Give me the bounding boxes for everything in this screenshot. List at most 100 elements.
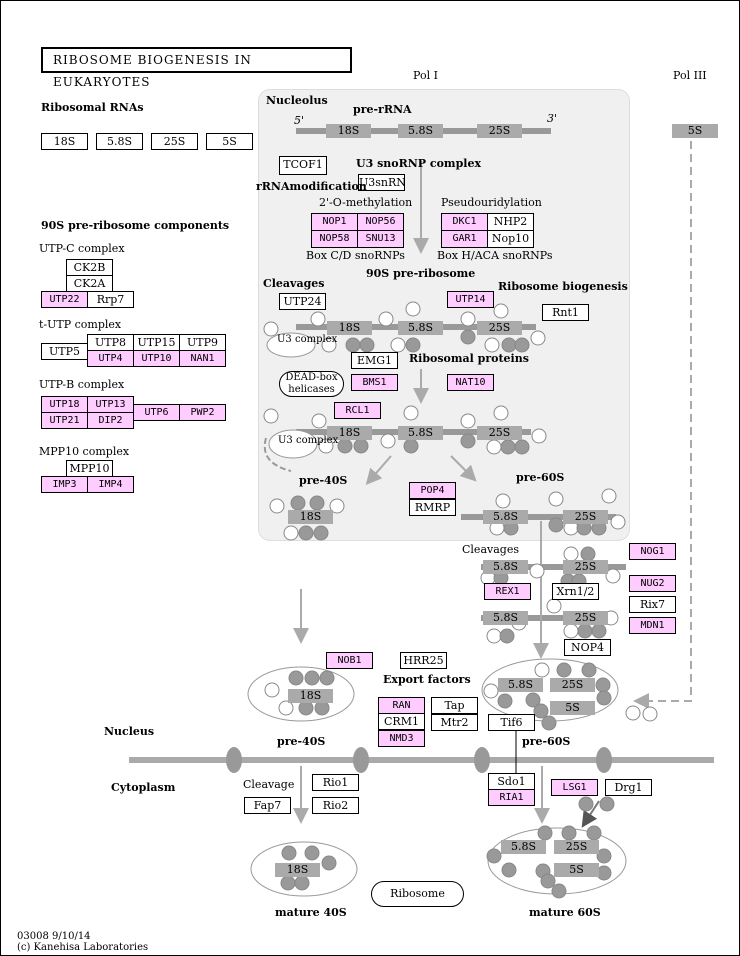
gene-rio2[interactable]: Rio2 xyxy=(312,797,359,814)
mpp10-label: MPP10 complex xyxy=(39,445,130,458)
rrna-5-8s[interactable]: 5.8S xyxy=(398,321,443,335)
ribosomal-protein-dot xyxy=(298,525,314,541)
rrna-5s-pol3[interactable]: 5S xyxy=(672,124,718,138)
rrna-25s[interactable]: 25S xyxy=(563,611,608,625)
gene-utp24[interactable]: UTP24 xyxy=(279,293,326,310)
segment-18s[interactable]: 18S xyxy=(326,124,371,138)
gene-nhp2[interactable]: NHP2 xyxy=(487,213,534,231)
assembly-factor-dot xyxy=(529,563,545,579)
assembly-factor-dot xyxy=(601,488,617,504)
gene-hrr25[interactable]: HRR25 xyxy=(400,652,447,669)
gene-utp15[interactable]: UTP15 xyxy=(133,334,180,351)
ribosomal-protein-dot xyxy=(599,796,615,812)
rrna-5-8s[interactable]: 5.8S xyxy=(483,611,528,625)
rrna-18s[interactable]: 18S xyxy=(288,689,333,703)
gene-nop58[interactable]: NOP58 xyxy=(311,230,358,248)
gene-dkc1[interactable]: DKC1 xyxy=(441,213,488,231)
gene-mtr2[interactable]: Mtr2 xyxy=(431,714,478,731)
gene-nop1[interactable]: NOP1 xyxy=(311,213,358,231)
assembly-factor-dot xyxy=(534,662,550,678)
rrna-18s[interactable]: 18S xyxy=(288,510,333,524)
gene-rmrp[interactable]: RMRP xyxy=(409,499,456,516)
gene-nmd3[interactable]: NMD3 xyxy=(378,730,425,747)
gene-rix7[interactable]: Rix7 xyxy=(629,596,676,613)
rrna-25s[interactable]: 25S xyxy=(477,426,522,440)
ribosomal-protein-dot xyxy=(486,848,502,864)
gene-xrn1-2[interactable]: Xrn1/2 xyxy=(552,583,599,600)
gene-imp4[interactable]: IMP4 xyxy=(87,476,134,493)
gene-drg1[interactable]: Drg1 xyxy=(605,779,652,796)
gene-nog1[interactable]: NOG1 xyxy=(629,543,676,560)
rrna-18s[interactable]: 18S xyxy=(275,863,320,877)
gene-rex1[interactable]: REX1 xyxy=(484,583,531,600)
gene-nop56[interactable]: NOP56 xyxy=(357,213,404,231)
ribosomal-protein-dot xyxy=(525,692,541,708)
gene-snu13[interactable]: SNU13 xyxy=(357,230,404,248)
rrna-25s[interactable]: 25S xyxy=(563,560,608,574)
gene-ran[interactable]: RAN xyxy=(378,697,425,714)
ribosomal-protein-dot xyxy=(500,439,516,455)
gene-emg1[interactable]: EMG1 xyxy=(351,352,398,369)
rrna-5s[interactable]: 5S xyxy=(206,133,253,150)
rrna-25s[interactable]: 25S xyxy=(563,510,608,524)
gene-utp14[interactable]: UTP14 xyxy=(447,291,494,308)
rrna-25s[interactable]: 25S xyxy=(550,678,595,692)
pre60s-strand xyxy=(461,514,616,520)
segment-25s[interactable]: 25S xyxy=(477,124,522,138)
gene-nop10[interactable]: Nop10 xyxy=(487,230,534,248)
gene-crm1[interactable]: CRM1 xyxy=(378,713,425,730)
gene-rnt1[interactable]: Rnt1 xyxy=(542,304,589,321)
gene-rio1[interactable]: Rio1 xyxy=(312,774,359,791)
rrna-18s[interactable]: 18S xyxy=(327,426,372,440)
gene-utp9[interactable]: UTP9 xyxy=(179,334,226,351)
gene-nan1[interactable]: NAN1 xyxy=(179,350,226,367)
gene-mdn1[interactable]: MDN1 xyxy=(629,617,676,634)
gene-bms1[interactable]: BMS1 xyxy=(351,374,398,391)
rrna-5-8s[interactable]: 5.8S xyxy=(501,840,546,854)
ribosomal-protein-dot xyxy=(581,662,597,678)
rrna-5-8s[interactable]: 5.8S xyxy=(483,560,528,574)
segment-5-8s[interactable]: 5.8S xyxy=(398,124,443,138)
gene-ria1[interactable]: RIA1 xyxy=(488,789,535,806)
ribosome-link[interactable]: Ribosome xyxy=(371,881,464,907)
rrna-18s[interactable]: 18S xyxy=(41,133,88,150)
rrna-5-8s[interactable]: 5.8S xyxy=(498,678,543,692)
rrna-5s[interactable]: 5S xyxy=(554,863,599,877)
assembly-factor-dot xyxy=(269,498,285,514)
gene-pwp2[interactable]: PWP2 xyxy=(179,404,226,421)
ribosomal-protein-dot xyxy=(596,848,612,864)
gene-nug2[interactable]: NUG2 xyxy=(629,575,676,592)
rrna-25s[interactable]: 25S xyxy=(477,321,522,335)
gene-gar1[interactable]: GAR1 xyxy=(441,230,488,248)
gene-nat10[interactable]: NAT10 xyxy=(447,374,494,391)
assembly-factor-dot xyxy=(310,311,326,327)
rrna-5-8s[interactable]: 5.8S xyxy=(483,510,528,524)
rrna-5-8s[interactable]: 5.8S xyxy=(398,426,443,440)
gene-rcl1[interactable]: RCL1 xyxy=(334,402,381,419)
rrna-5-8s[interactable]: 5.8S xyxy=(96,133,143,150)
gene-ck2b[interactable]: CK2B xyxy=(66,259,113,276)
gene-tap[interactable]: Tap xyxy=(431,697,478,714)
assembly-factor-dot xyxy=(605,568,621,584)
gene-fap7[interactable]: Fap7 xyxy=(244,797,291,814)
gene-sdo1[interactable]: Sdo1 xyxy=(488,773,535,790)
ribosome-biogenesis-label: Ribosome biogenesis xyxy=(498,280,628,293)
gene-rrp7[interactable]: Rrp7 xyxy=(87,291,134,308)
ribosomal-protein-dot xyxy=(499,628,515,644)
gene-u3snrna[interactable]: U3snRNA xyxy=(358,174,405,191)
assembly-factor-dot xyxy=(263,408,279,424)
gene-pop4[interactable]: POP4 xyxy=(409,482,456,499)
mature40s-particle xyxy=(250,841,358,897)
rrna-18s[interactable]: 18S xyxy=(327,321,372,335)
gene-tif6[interactable]: Tif6 xyxy=(488,714,535,731)
rrna-5s[interactable]: 5S xyxy=(550,701,595,715)
gene-utp6[interactable]: UTP6 xyxy=(133,404,180,421)
gene-nop4[interactable]: NOP4 xyxy=(564,639,611,656)
rrna-25s[interactable]: 25S xyxy=(554,840,599,854)
gene-nob1[interactable]: NOB1 xyxy=(326,652,373,669)
gene-tcof1[interactable]: TCOF1 xyxy=(279,156,327,175)
ribosomal-protein-dot xyxy=(577,623,593,639)
rrna-25s[interactable]: 25S xyxy=(151,133,198,150)
gene-lsg1[interactable]: LSG1 xyxy=(551,779,598,796)
dead-box-helicases[interactable]: DEAD-box helicases xyxy=(279,371,344,397)
